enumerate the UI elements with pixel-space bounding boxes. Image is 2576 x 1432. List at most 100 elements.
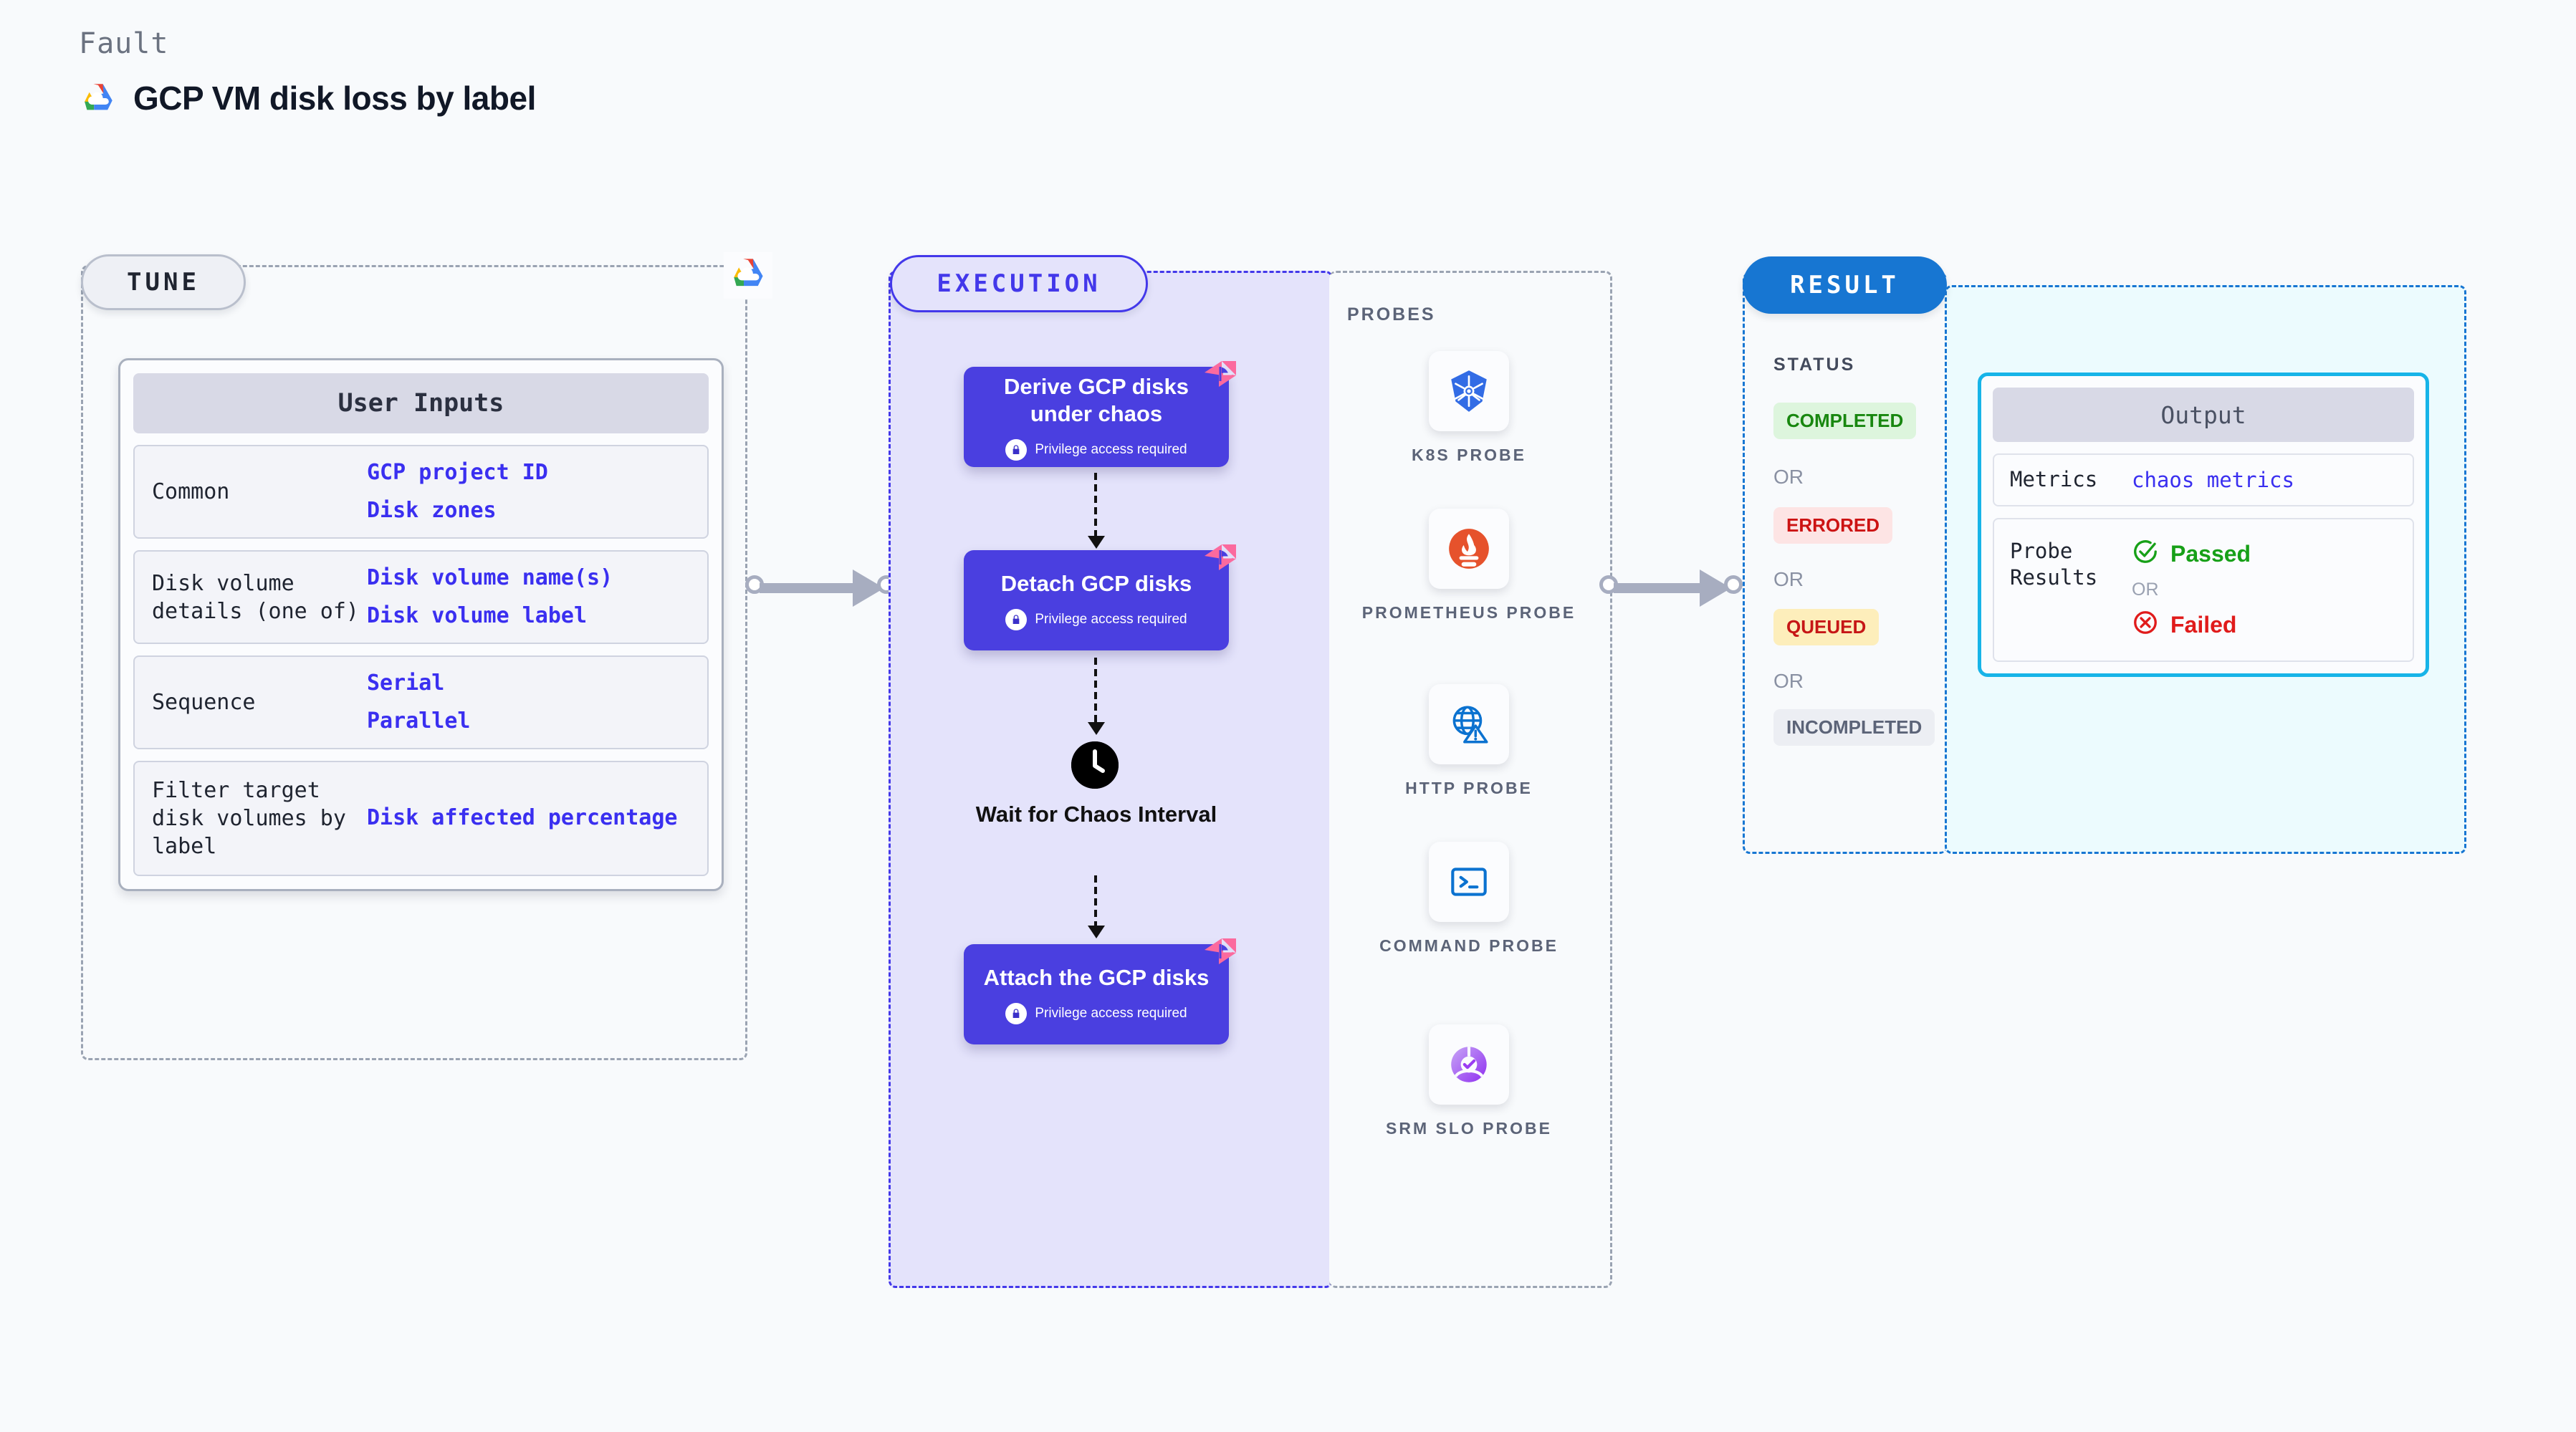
clock-icon bbox=[1071, 741, 1119, 789]
tune-stage-badge[interactable]: TUNE bbox=[81, 254, 246, 310]
output-probe-results-row[interactable]: Probe Results Passed OR bbox=[1993, 517, 2414, 662]
user-inputs-title: User Inputs bbox=[133, 373, 709, 433]
probe-label: HTTP PROBE bbox=[1405, 779, 1533, 797]
output-metrics-label: Metrics bbox=[2010, 467, 2098, 491]
input-value: Disk affected percentage bbox=[367, 805, 678, 831]
status-badge-incompleted: INCOMPLETED bbox=[1773, 709, 1935, 746]
input-row-values: GCP project ID Disk zones bbox=[367, 460, 548, 523]
execution-stage-badge[interactable]: EXECUTION bbox=[890, 255, 1148, 312]
output-metrics-row[interactable]: Metrics chaos metrics bbox=[1993, 453, 2414, 506]
output-card: Output Metrics chaos metrics Probe Resul… bbox=[1978, 373, 2429, 677]
title-row: GCP VM disk loss by label bbox=[79, 79, 536, 117]
probe-item[interactable]: PROMETHEUS PROBE bbox=[1361, 509, 1576, 624]
status-title: STATUS bbox=[1773, 355, 1856, 375]
node-privilege-label: Privilege access required bbox=[1035, 611, 1187, 627]
probe-item[interactable]: HTTP PROBE bbox=[1361, 684, 1576, 799]
lock-icon bbox=[1005, 1002, 1028, 1024]
status-badge-queued: QUEUED bbox=[1773, 609, 1880, 645]
status-badge-errored: ERRORED bbox=[1773, 507, 1893, 544]
status-or-label: OR bbox=[1773, 466, 1804, 488]
input-row-values: Serial Parallel bbox=[367, 671, 471, 734]
input-row-label: Sequence bbox=[152, 690, 256, 715]
node-privilege: Privilege access required bbox=[1005, 1002, 1187, 1024]
node-privilege: Privilege access required bbox=[1005, 438, 1187, 461]
http-globe-warning-icon bbox=[1429, 684, 1509, 764]
status-or-label: OR bbox=[1773, 568, 1804, 590]
probes-panel bbox=[1329, 271, 1612, 1288]
execution-node[interactable]: Derive GCP disks under chaos Privilege a… bbox=[964, 361, 1236, 467]
flow-arrow-head bbox=[1088, 722, 1105, 735]
flow-arrow-head bbox=[1088, 536, 1105, 549]
probe-item[interactable]: SRM SLO PROBE bbox=[1361, 1024, 1576, 1140]
probe-result-passed: Passed bbox=[2132, 538, 2251, 571]
flow-arrow-line bbox=[1094, 875, 1097, 931]
node-title: Derive GCP disks under chaos bbox=[1004, 374, 1189, 426]
litmus-chaos-icon bbox=[1200, 931, 1240, 971]
probe-label: PROMETHEUS PROBE bbox=[1361, 603, 1576, 622]
output-title: Output bbox=[1993, 388, 2414, 442]
input-value: Disk zones bbox=[367, 497, 497, 523]
kubernetes-icon bbox=[1429, 351, 1509, 431]
input-row-values: Disk volume name(s) Disk volume label bbox=[367, 565, 613, 628]
probes-title: PROBES bbox=[1347, 304, 1436, 325]
input-row[interactable]: Disk volume details (one of) Disk volume… bbox=[133, 550, 709, 644]
lock-icon bbox=[1005, 608, 1028, 630]
tune-panel bbox=[81, 265, 747, 1060]
flow-arrow-head bbox=[1088, 926, 1105, 938]
input-row-label: Disk volume details (one of) bbox=[152, 570, 359, 624]
input-value: Disk volume name(s) bbox=[367, 565, 613, 590]
connector-dot bbox=[1724, 575, 1743, 594]
gcp-logo-icon bbox=[79, 82, 118, 115]
srm-slo-icon bbox=[1429, 1024, 1509, 1105]
wait-node-label: Wait for Chaos Interval bbox=[975, 802, 1217, 827]
litmus-chaos-icon bbox=[1200, 354, 1240, 394]
node-privilege: Privilege access required bbox=[1005, 608, 1187, 630]
probe-result-failed-label: Failed bbox=[2170, 612, 2237, 638]
input-value: GCP project ID bbox=[367, 460, 548, 485]
probe-item[interactable]: COMMAND PROBE bbox=[1361, 842, 1576, 957]
check-circle-icon bbox=[2132, 538, 2159, 571]
probe-result-passed-label: Passed bbox=[2170, 541, 2251, 567]
input-row[interactable]: Common GCP project ID Disk zones bbox=[133, 445, 709, 539]
input-value: Parallel bbox=[367, 708, 471, 734]
terminal-icon bbox=[1429, 842, 1509, 922]
page-header: Fault GCP VM disk loss by label bbox=[79, 27, 536, 117]
connector-execution-to-result bbox=[1599, 570, 1743, 607]
status-or-label: OR bbox=[1773, 670, 1804, 692]
output-probe-results-values: Passed OR Failed bbox=[2132, 538, 2251, 642]
connector-tune-to-execution bbox=[745, 570, 896, 607]
node-title: Attach the GCP disks bbox=[983, 965, 1210, 991]
probe-result-or-label: OR bbox=[2132, 579, 2159, 600]
flow-arrow-line bbox=[1094, 658, 1097, 728]
input-row-values: Disk affected percentage bbox=[367, 806, 677, 831]
output-probe-results-label: Probe Results bbox=[2010, 538, 2098, 590]
input-row-label: Filter target disk volumes by label bbox=[152, 778, 346, 859]
probe-item[interactable]: K8S PROBE bbox=[1361, 351, 1576, 466]
result-stage-badge[interactable]: RESULT bbox=[1743, 256, 1947, 314]
status-badge-completed: COMPLETED bbox=[1773, 403, 1917, 439]
node-privilege-label: Privilege access required bbox=[1035, 1005, 1187, 1021]
probe-label: COMMAND PROBE bbox=[1379, 936, 1558, 955]
connector-bar bbox=[1614, 583, 1707, 593]
node-privilege-label: Privilege access required bbox=[1035, 441, 1187, 457]
input-row[interactable]: Sequence Serial Parallel bbox=[133, 655, 709, 749]
connector-bar bbox=[760, 583, 860, 593]
user-inputs-card: User Inputs Common GCP project ID Disk z… bbox=[118, 358, 724, 891]
x-circle-icon bbox=[2132, 609, 2159, 642]
page-kicker: Fault bbox=[79, 27, 169, 60]
input-value: Serial bbox=[367, 671, 445, 696]
page-title: GCP VM disk loss by label bbox=[133, 80, 536, 117]
flow-arrow-line bbox=[1094, 473, 1097, 542]
probe-label: SRM SLO PROBE bbox=[1386, 1119, 1552, 1138]
output-metrics-value: chaos metrics bbox=[2132, 467, 2294, 492]
probe-label: K8S PROBE bbox=[1412, 446, 1526, 464]
input-row[interactable]: Filter target disk volumes by label Disk… bbox=[133, 761, 709, 876]
probe-result-failed: Failed bbox=[2132, 609, 2251, 642]
prometheus-icon bbox=[1429, 509, 1509, 589]
input-value: Disk volume label bbox=[367, 602, 588, 628]
node-title: Detach GCP disks bbox=[1000, 571, 1192, 597]
execution-node[interactable]: Attach the GCP disks Privilege access re… bbox=[964, 938, 1236, 1044]
input-row-label: Common bbox=[152, 479, 230, 504]
execution-node[interactable]: Detach GCP disks Privilege access requir… bbox=[964, 544, 1236, 650]
gcp-logo-icon bbox=[724, 252, 772, 299]
